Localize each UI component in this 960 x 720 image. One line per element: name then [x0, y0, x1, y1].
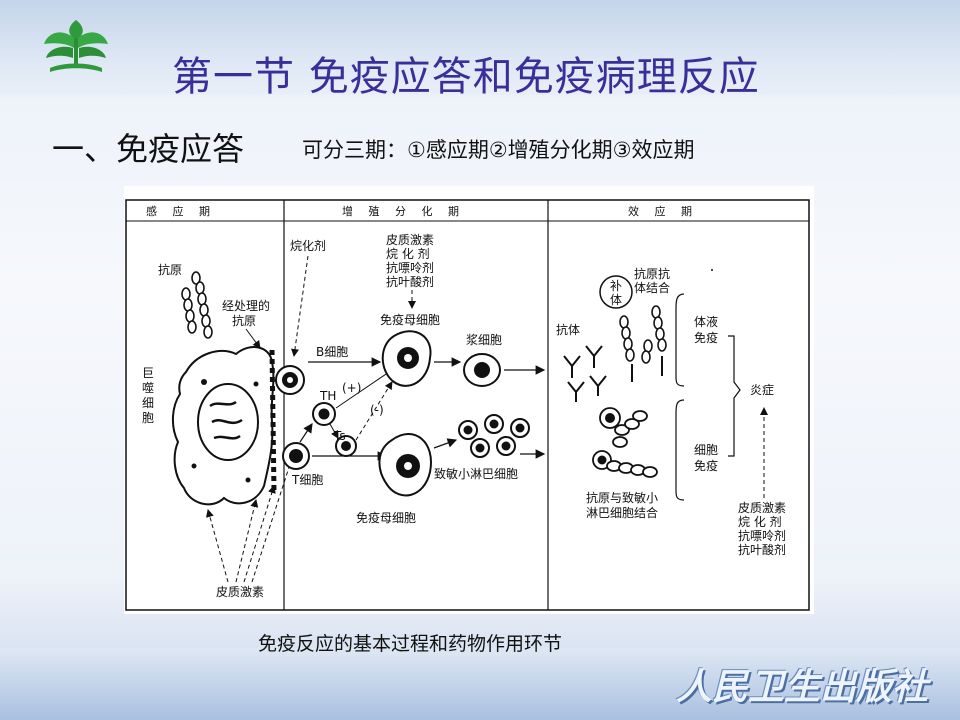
t-cell-icon	[282, 442, 310, 470]
macrophage-cell-icon	[172, 346, 277, 506]
lymphocyte-cell-icon	[275, 365, 305, 395]
th-label: TH	[319, 389, 336, 403]
ag-ab-binding-label: 抗原抗	[634, 266, 670, 281]
header-band	[0, 0, 960, 95]
immune-response-diagram: 感 应 期 增 殖 分 化 期 效 应 期 抗原 经处理的 抗原 巨 噬 细 胞…	[124, 186, 814, 614]
immunoblast-top-label: 免疫母细胞	[380, 312, 440, 327]
complement-icon: 补 体	[599, 275, 633, 309]
svg-text:体结合: 体结合	[634, 280, 670, 295]
svg-text:免疫: 免疫	[694, 330, 718, 345]
drugs-top-label-4: 抗叶酸剂	[386, 274, 434, 289]
drugs-top-label-2: 烷 化 剂	[386, 246, 430, 261]
inflammation-label: 炎症	[750, 382, 774, 397]
phase-label-effector: 效 应 期	[628, 204, 698, 218]
drugs-top-label-3: 抗嘌呤剂	[386, 260, 434, 275]
t-cell-label: T细胞	[291, 473, 323, 487]
figure-caption-text: 免疫反应的基本过程和药物作用环节	[257, 633, 562, 655]
phase-label-proliferation: 增 殖 分 化 期	[342, 204, 465, 218]
processed-antigen-label-2: 抗原	[232, 313, 256, 328]
immunoblast-cell-icon	[381, 330, 432, 387]
phase-label-induction: 感 应 期	[146, 204, 216, 218]
drugs-top-label-1: 皮质激素	[386, 233, 434, 247]
svg-text:免疫: 免疫	[694, 458, 718, 473]
page-title: 第一节 免疫应答和免疫病理反应	[172, 54, 760, 100]
publisher-logo-text: 人民卫生出版社	[676, 666, 929, 708]
section-heading: 一、免疫应答	[52, 130, 245, 168]
cell-antigen-chain-icon	[592, 407, 658, 478]
svg-text:体: 体	[610, 293, 622, 307]
plasma-cell-icon	[463, 353, 501, 387]
ts-cell-icon	[335, 435, 357, 457]
svg-text:细: 细	[142, 396, 154, 410]
drugs-right-label-4: 抗叶酸剂	[738, 542, 786, 557]
footer-band	[0, 648, 960, 720]
svg-text:淋巴细胞结合: 淋巴细胞结合	[586, 505, 658, 520]
drugs-right-label-1: 皮质激素	[738, 501, 786, 515]
antibody-label: 抗体	[556, 322, 580, 337]
b-cell-label: B细胞	[316, 345, 348, 359]
plus-label: (+)	[342, 381, 361, 395]
ts-label: Ts	[333, 429, 346, 443]
alkylating-top-label: 烷化剂	[290, 238, 326, 253]
th-cell-icon	[312, 402, 336, 426]
antigen-chain-icon	[181, 271, 213, 339]
section-note: 可分三期：①感应期②增殖分化期③效应期	[302, 138, 695, 162]
ag-lymph-binding-label: 抗原与致敏小	[586, 490, 658, 505]
complement-label: 补	[610, 279, 622, 293]
sprout-logo-icon	[44, 20, 108, 72]
antigen-antibody-complex-icon	[619, 305, 667, 364]
immunoblast-bottom-label: 免疫母细胞	[356, 510, 416, 525]
figure-caption: 免疫反应的基本过程和药物作用环节	[0, 629, 820, 656]
drugs-right-label-2: 烷 化 剂	[738, 514, 782, 529]
diagram-frame	[125, 199, 810, 611]
cellular-label: 细胞	[694, 443, 718, 457]
plasma-cell-label: 浆细胞	[466, 332, 502, 347]
immunoblast-cell-icon	[378, 433, 432, 497]
drugs-right-label-3: 抗嘌呤剂	[738, 528, 786, 543]
antibody-icon	[563, 345, 607, 402]
processed-antigen-label: 经处理的	[222, 298, 270, 313]
cortico-bottom-label: 皮质激素	[216, 585, 264, 599]
humoral-label: 体液	[694, 314, 718, 329]
svg-text:噬: 噬	[142, 380, 154, 395]
minus-label: (-)	[370, 403, 384, 417]
svg-text:胞: 胞	[142, 411, 154, 425]
sensitized-lymph-label: 致敏小淋巴细胞	[434, 466, 518, 481]
macrophage-label: 巨	[142, 366, 154, 380]
antigen-label: 抗原	[158, 262, 182, 277]
